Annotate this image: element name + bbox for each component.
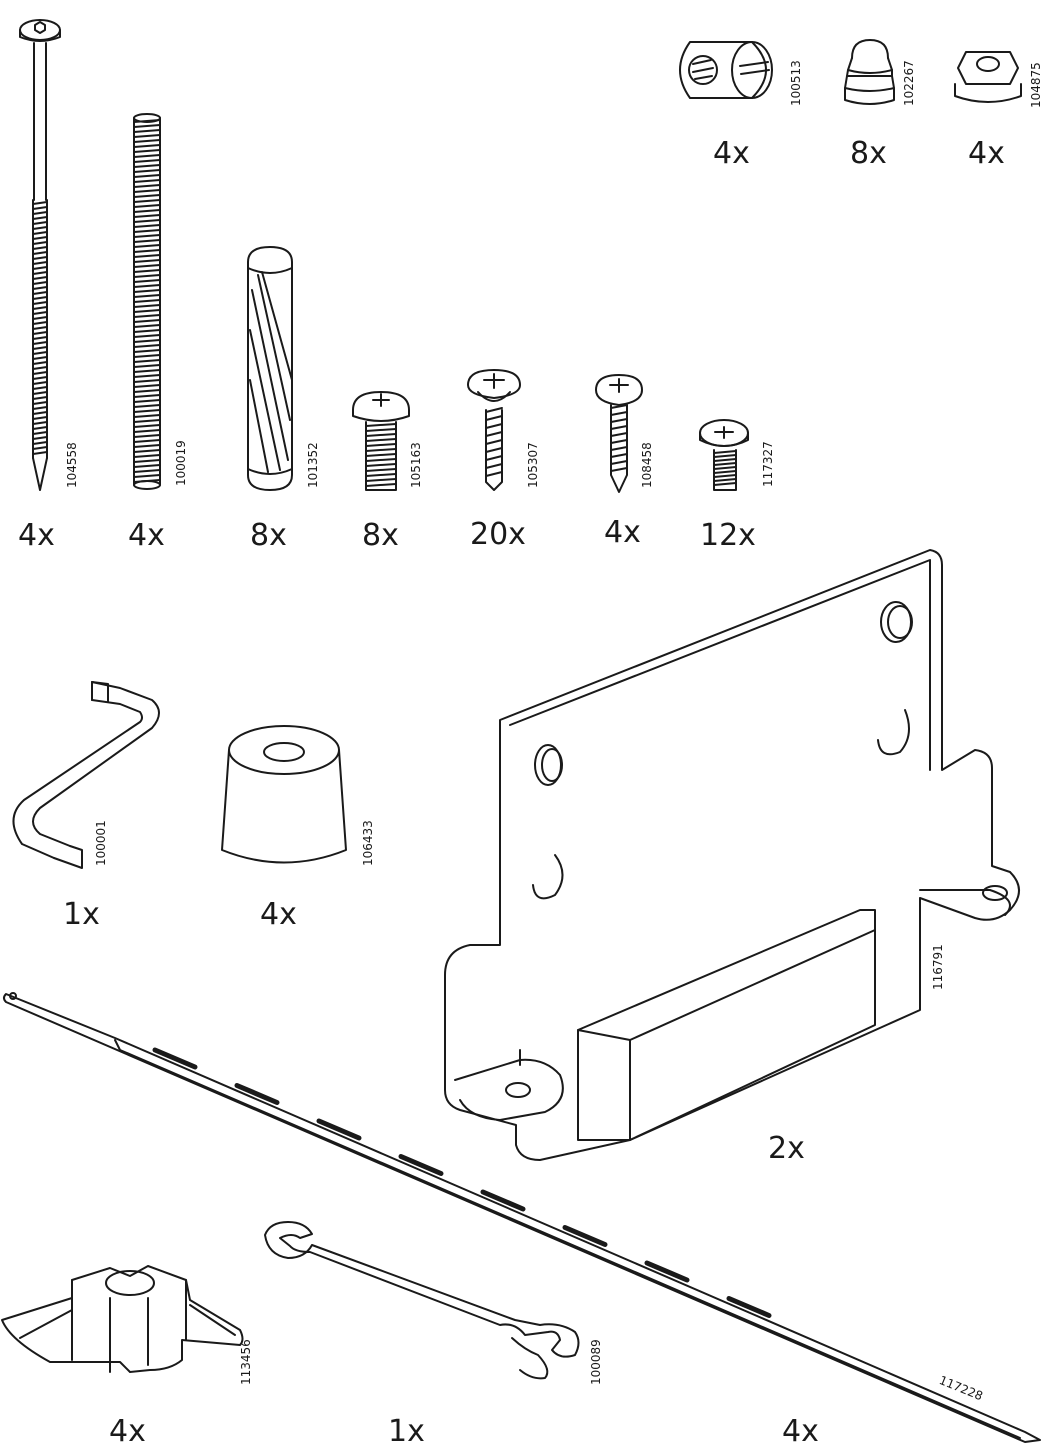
qty-hex-nut: 4x (968, 136, 1005, 171)
qty-wood-dowel: 8x (250, 518, 287, 553)
code-bumper: 106433 (361, 820, 375, 866)
qty-machine-screw: 8x (362, 518, 399, 553)
code-clip: 113456 (239, 1339, 253, 1385)
plastic-clip-icon (1, 1265, 244, 1373)
qty-wrench: 1x (388, 1414, 425, 1449)
hex-nut-icon (954, 51, 1022, 103)
code-plug: 102267 (902, 60, 916, 106)
qty-short-screw: 12x (700, 518, 756, 553)
wood-screw-icon (467, 369, 521, 491)
open-wrench-icon (264, 1221, 580, 1380)
code-barrel-nut: 100513 (789, 60, 803, 106)
plug-icon (844, 39, 895, 105)
code-wood-dowel: 101352 (306, 442, 320, 488)
short-screw-icon (699, 419, 749, 491)
code-allen-key: 100001 (94, 820, 108, 866)
qty-wood-screw-small: 4x (604, 515, 641, 550)
code-short-screw: 117327 (761, 441, 775, 487)
allen-key-icon (12, 681, 160, 869)
perforated-strip-icon (3, 992, 1041, 1443)
barrel-nut-icon (679, 41, 773, 99)
wood-dowel-icon (247, 246, 293, 491)
qty-threaded-rod: 4x (128, 518, 165, 553)
code-long-bolt: 104558 (65, 442, 79, 488)
qty-plug: 8x (850, 136, 887, 171)
metal-bracket-icon (444, 549, 1020, 1161)
threaded-rod-icon (133, 113, 161, 490)
qty-bumper: 4x (260, 897, 297, 932)
rubber-bumper-icon (221, 725, 347, 864)
qty-clip: 4x (109, 1414, 146, 1449)
qty-long-bolt: 4x (18, 518, 55, 553)
qty-barrel-nut: 4x (713, 136, 750, 171)
machine-screw-icon (352, 391, 410, 491)
code-wood-screw-small: 108458 (640, 442, 654, 488)
long-allen-bolt-icon (19, 19, 61, 491)
code-wood-screw-large: 105307 (526, 442, 540, 488)
code-threaded-rod: 100019 (174, 440, 188, 486)
qty-allen-key: 1x (63, 897, 100, 932)
small-wood-screw-icon (595, 374, 643, 493)
code-machine-screw: 105163 (409, 442, 423, 488)
code-bracket: 116791 (931, 944, 945, 990)
code-wrench: 100089 (589, 1339, 603, 1385)
code-hex-nut: 104875 (1029, 62, 1043, 108)
qty-metal-strip: 4x (782, 1414, 819, 1449)
qty-bracket: 2x (768, 1131, 805, 1166)
qty-wood-screw-large: 20x (470, 517, 526, 552)
